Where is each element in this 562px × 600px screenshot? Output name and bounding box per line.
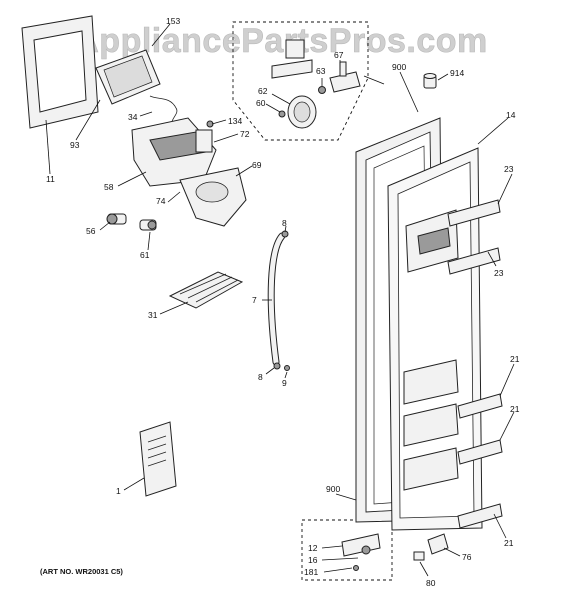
callout-900-bottom: 900 bbox=[326, 484, 340, 494]
callout-1: 1 bbox=[116, 486, 121, 496]
callout-21-lower: 21 bbox=[504, 538, 514, 548]
dispenser-valve-group-box bbox=[232, 21, 369, 141]
owner-manual-part[interactable] bbox=[139, 421, 177, 497]
callout-76: 76 bbox=[462, 552, 472, 562]
callout-14: 14 bbox=[506, 110, 516, 120]
door-shelf-lower[interactable] bbox=[447, 247, 501, 275]
dispenser-bezel-part[interactable] bbox=[21, 15, 99, 129]
ice-grille-part-31[interactable] bbox=[168, 271, 244, 309]
callout-63: 63 bbox=[316, 66, 326, 76]
callout-11: 11 bbox=[46, 174, 55, 184]
callout-12: 12 bbox=[308, 543, 318, 553]
callout-23-lower: 23 bbox=[494, 268, 504, 278]
art-number: (ART NO. WR20031 C5) bbox=[40, 567, 123, 576]
callout-67: 67 bbox=[334, 50, 344, 60]
hinge-screw-181[interactable] bbox=[353, 565, 359, 571]
handle-screw-bottom[interactable] bbox=[273, 362, 281, 370]
callout-62: 62 bbox=[258, 86, 268, 96]
actuator-disc-part[interactable] bbox=[287, 95, 317, 129]
callout-31: 31 bbox=[148, 310, 158, 320]
hinge-pin-part-80[interactable] bbox=[413, 551, 425, 561]
callout-21-upper: 21 bbox=[510, 354, 520, 364]
cap-part-914[interactable] bbox=[423, 73, 437, 89]
bracket-part-67[interactable] bbox=[329, 61, 361, 93]
callout-181: 181 bbox=[304, 567, 318, 577]
clip-part-63[interactable] bbox=[318, 86, 326, 94]
callout-34: 34 bbox=[128, 112, 138, 122]
callout-69: 69 bbox=[252, 160, 262, 170]
callout-labels: 153 11 93 34 134 72 58 74 69 56 61 62 60… bbox=[46, 16, 520, 588]
dispenser-recess-part[interactable] bbox=[405, 209, 459, 273]
callout-61: 61 bbox=[140, 250, 150, 260]
door-bin-middle[interactable] bbox=[403, 403, 459, 447]
callout-8-top: 8 bbox=[282, 218, 287, 228]
callout-60: 60 bbox=[256, 98, 266, 108]
callout-56: 56 bbox=[86, 226, 96, 236]
control-panel-part[interactable] bbox=[95, 49, 161, 105]
callout-9: 9 bbox=[282, 378, 287, 388]
callout-93: 93 bbox=[70, 140, 80, 150]
fitting-part-61[interactable] bbox=[139, 219, 157, 231]
door-bin-lower[interactable] bbox=[403, 447, 459, 491]
callout-153: 153 bbox=[166, 16, 180, 26]
door-shelf-upper[interactable] bbox=[447, 199, 501, 227]
handle-screw-9[interactable] bbox=[284, 365, 290, 371]
door-handle-part[interactable] bbox=[267, 232, 286, 366]
callout-23-upper: 23 bbox=[504, 164, 514, 174]
callout-16: 16 bbox=[308, 555, 318, 565]
callout-134: 134 bbox=[228, 116, 242, 126]
callout-7: 7 bbox=[252, 295, 257, 305]
door-bin-upper[interactable] bbox=[403, 359, 459, 405]
callout-72: 72 bbox=[240, 129, 250, 139]
lower-hinge-part-76[interactable] bbox=[427, 533, 449, 555]
leader-lines bbox=[45, 23, 515, 577]
screw-part-60[interactable] bbox=[278, 110, 286, 118]
callout-58: 58 bbox=[104, 182, 114, 192]
hinge-bracket-part[interactable] bbox=[341, 533, 381, 557]
callout-21-middle: 21 bbox=[510, 404, 520, 414]
bin-retainer-bars[interactable] bbox=[457, 393, 503, 529]
water-valve-part[interactable] bbox=[271, 39, 313, 79]
callout-914: 914 bbox=[450, 68, 464, 78]
callout-80: 80 bbox=[426, 578, 436, 588]
callout-8-bottom: 8 bbox=[258, 372, 263, 382]
callout-74: 74 bbox=[156, 196, 166, 206]
fitting-part-56[interactable] bbox=[106, 213, 127, 225]
dispenser-mechanism-part[interactable] bbox=[131, 117, 217, 187]
wire-harness-part[interactable] bbox=[149, 95, 178, 127]
ice-funnel-part[interactable] bbox=[179, 167, 247, 227]
callout-900-top: 900 bbox=[392, 62, 406, 72]
